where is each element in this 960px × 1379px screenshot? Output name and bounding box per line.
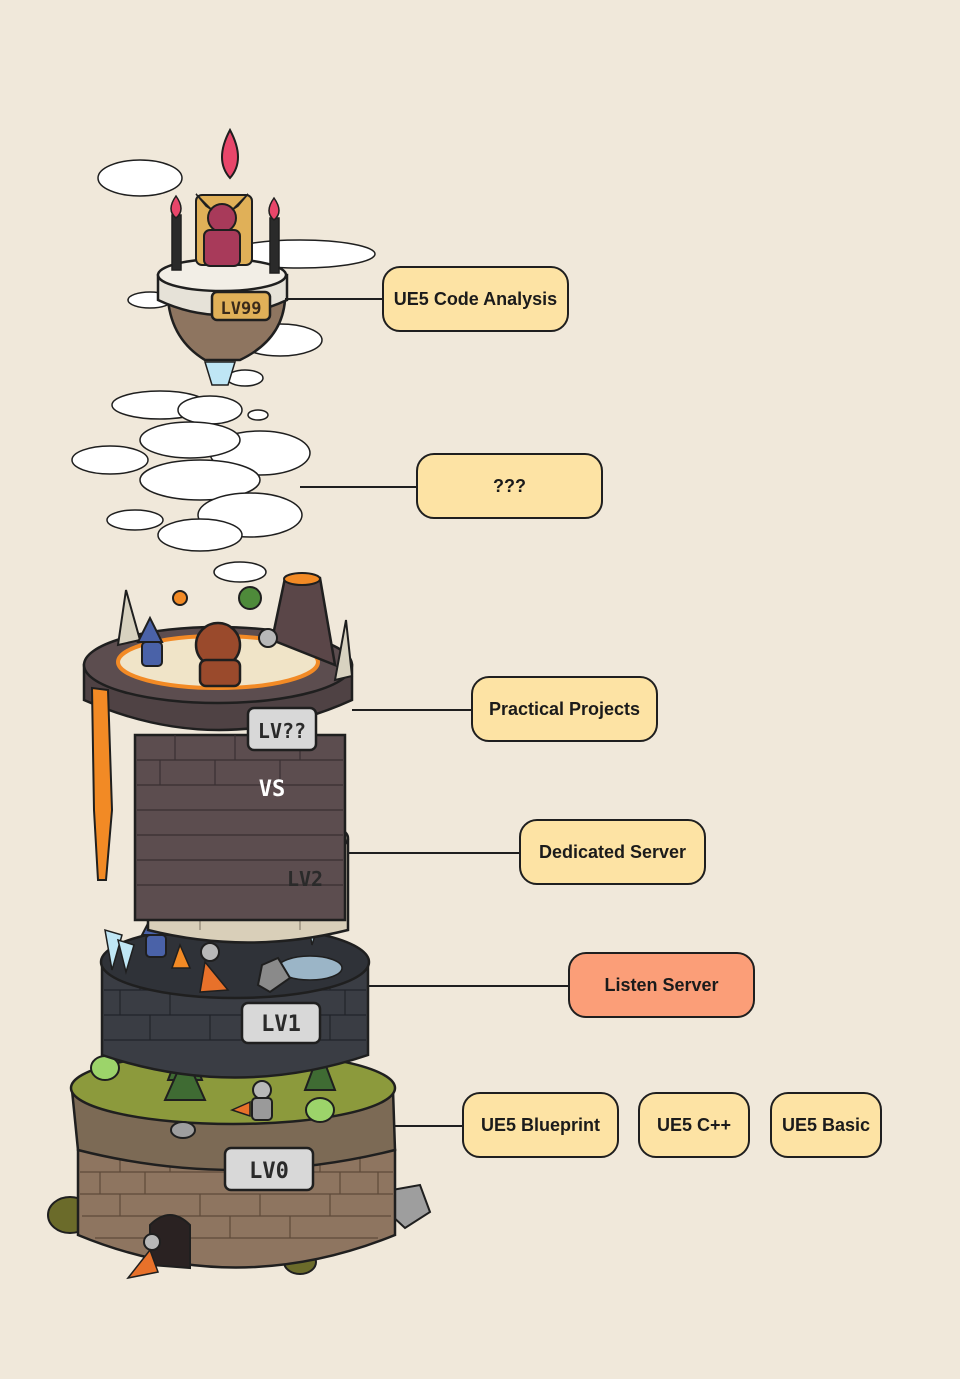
tower-level-projects — [82, 572, 354, 922]
connector-code-analysis — [285, 298, 382, 300]
box-ue5-blueprint: UE5 Blueprint — [462, 1092, 619, 1158]
connector-practical-projects — [352, 709, 471, 711]
tower-level-1 — [99, 903, 371, 1079]
vs-text: VS — [259, 777, 286, 802]
box-ue5-cpp: UE5 C++ — [638, 1092, 750, 1158]
connector-blueprint — [395, 1125, 462, 1127]
box-practical-projects: Practical Projects — [471, 676, 658, 742]
connector-dedicated-server — [347, 852, 519, 854]
cloud-cluster — [71, 390, 311, 583]
plate-lv99: LV99 — [221, 299, 262, 319]
box-dedicated-server: Dedicated Server — [519, 819, 706, 885]
plate-lv0: LV0 — [249, 1159, 289, 1184]
plate-lv1: LV1 — [261, 1012, 301, 1037]
plate-lv2: LV2 — [287, 867, 323, 891]
tower-level-0 — [47, 1032, 432, 1280]
box-ue5-code-analysis: UE5 Code Analysis — [382, 266, 569, 332]
connector-unknown — [300, 486, 416, 488]
plate-lv-unknown: LV?? — [258, 719, 306, 743]
box-listen-server: Listen Server — [568, 952, 755, 1018]
box-unknown: ??? — [416, 453, 603, 519]
box-ue5-basic: UE5 Basic — [770, 1092, 882, 1158]
connector-listen-server — [368, 985, 568, 987]
tower-level-99 — [97, 127, 376, 387]
